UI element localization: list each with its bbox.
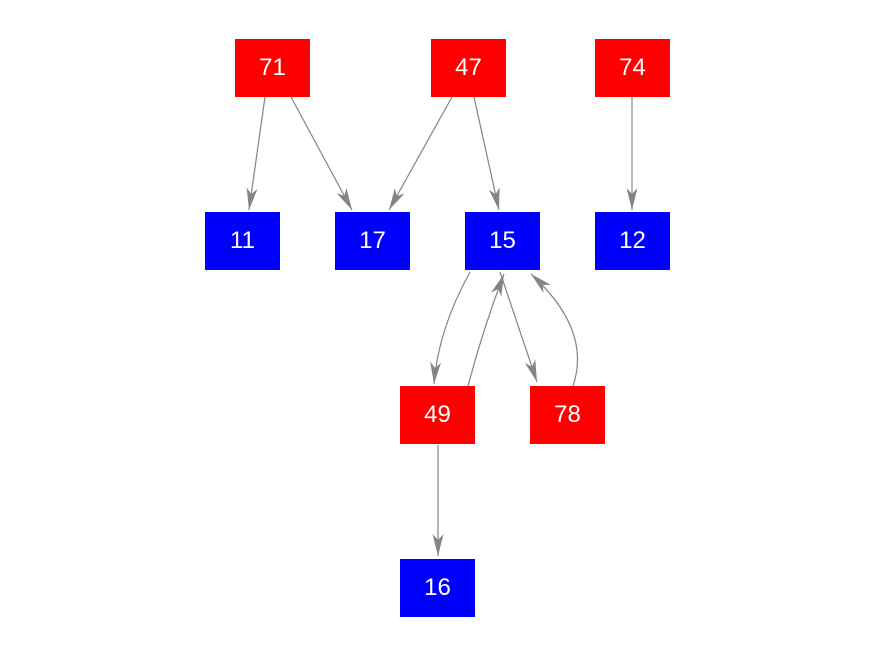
graph-node-label: 12	[619, 227, 646, 254]
graph-edge-47-to-17	[388, 96, 453, 211]
graph-edge-15-to-78	[499, 271, 538, 383]
graph-node-label: 78	[554, 401, 581, 428]
graph-node-78[interactable]: 78	[530, 386, 605, 444]
graph-node-label: 71	[259, 54, 286, 81]
graph-node-label: 47	[455, 54, 482, 81]
graph-node-15[interactable]: 15	[465, 212, 540, 270]
graph-edge-78-to-15	[530, 273, 579, 387]
graph-node-label: 11	[230, 227, 255, 254]
graph-node-label: 17	[359, 227, 386, 254]
graph-node-49[interactable]: 49	[400, 386, 475, 444]
graph-edge-15-to-49	[430, 271, 471, 385]
graph-node-12[interactable]: 12	[595, 212, 670, 270]
graph-edge-71-to-17	[290, 96, 353, 211]
graph-node-label: 15	[489, 227, 516, 254]
graph-node-11[interactable]: 11	[205, 212, 280, 270]
graph-node-label: 16	[424, 574, 451, 601]
graph-edge-71-to-11	[246, 96, 266, 211]
graph-node-label: 74	[619, 54, 646, 81]
graph-edge-49-to-15	[467, 273, 505, 387]
graph-node-label: 49	[424, 401, 451, 428]
graph-node-71[interactable]: 71	[235, 39, 310, 97]
graph-node-74[interactable]: 74	[595, 39, 670, 97]
graph-node-17[interactable]: 17	[335, 212, 410, 270]
graph-node-16[interactable]: 16	[400, 559, 475, 617]
graph-edge-47-to-15	[473, 96, 500, 211]
graph-node-47[interactable]: 47	[431, 39, 506, 97]
